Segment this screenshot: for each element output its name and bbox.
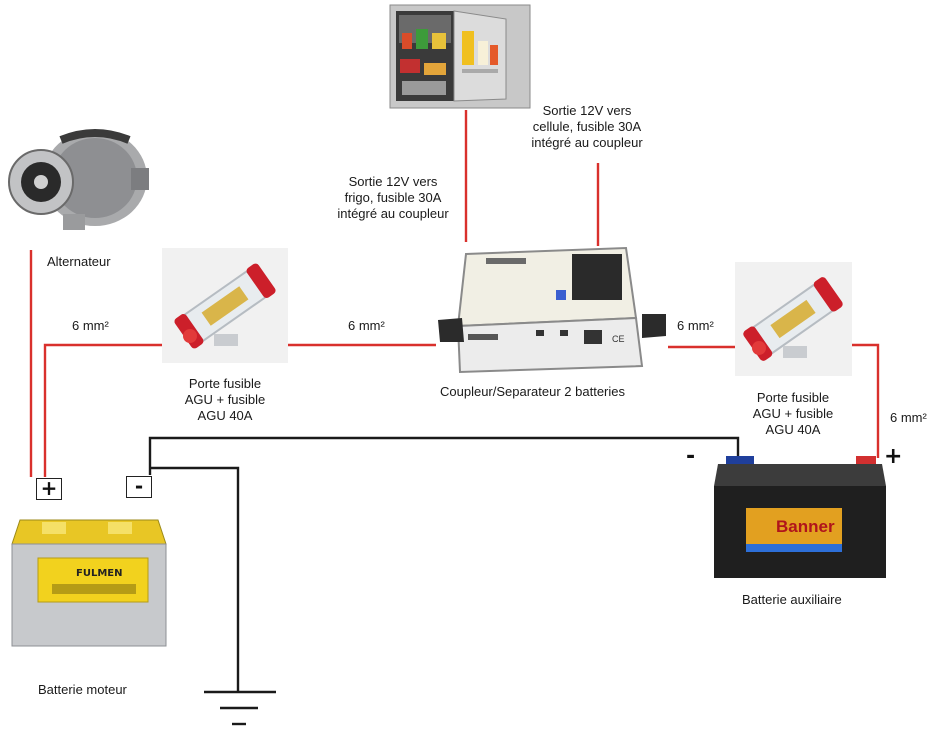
fridge-image <box>389 4 531 109</box>
aux-battery-positive-sign: + <box>884 444 903 469</box>
engine-battery-negative-terminal: - <box>126 476 152 498</box>
ce-mark: CE <box>612 334 625 344</box>
wire-gauge-right: 6 mm² <box>677 318 714 333</box>
fuse-left-label: Porte fusible AGU + fusible AGU 40A <box>184 376 266 423</box>
engine-battery-image: FULMEN <box>11 519 167 647</box>
wire-gauge-middle: 6 mm² <box>348 318 385 333</box>
wire-negative-common <box>148 436 740 475</box>
fuse-holder-right-image <box>735 262 852 376</box>
cell-output-label: Sortie 12V vers cellule, fusible 30A int… <box>531 103 643 150</box>
coupler-image: CE <box>438 246 666 374</box>
engine-battery-positive-terminal: + <box>36 478 62 500</box>
aux-battery-brand: Banner <box>776 517 835 536</box>
engine-battery-label: Batterie moteur <box>38 682 127 697</box>
aux-battery-label: Batterie auxiliaire <box>742 592 842 607</box>
alternator-label: Alternateur <box>47 254 111 269</box>
alternator-image <box>8 129 149 230</box>
wire-gauge-left: 6 mm² <box>72 318 109 333</box>
wire-negative-ground <box>150 466 240 692</box>
fuse-holder-left-image <box>162 248 288 363</box>
aux-battery-image: Banner <box>714 456 886 578</box>
engine-battery-brand: FULMEN <box>76 568 122 579</box>
fuse-right-label: Porte fusible AGU + fusible AGU 40A <box>752 390 834 437</box>
wire-left-fuse-to-battery <box>43 343 162 477</box>
aux-battery-negative-sign: - <box>686 444 696 469</box>
fridge-output-label: Sortie 12V vers frigo, fusible 30A intég… <box>337 174 449 221</box>
coupler-label: Coupleur/Separateur 2 batteries <box>440 384 626 399</box>
wire-gauge-aux-positive: 6 mm² <box>890 410 927 425</box>
wire-right-fuse-to-aux-battery <box>852 343 880 458</box>
